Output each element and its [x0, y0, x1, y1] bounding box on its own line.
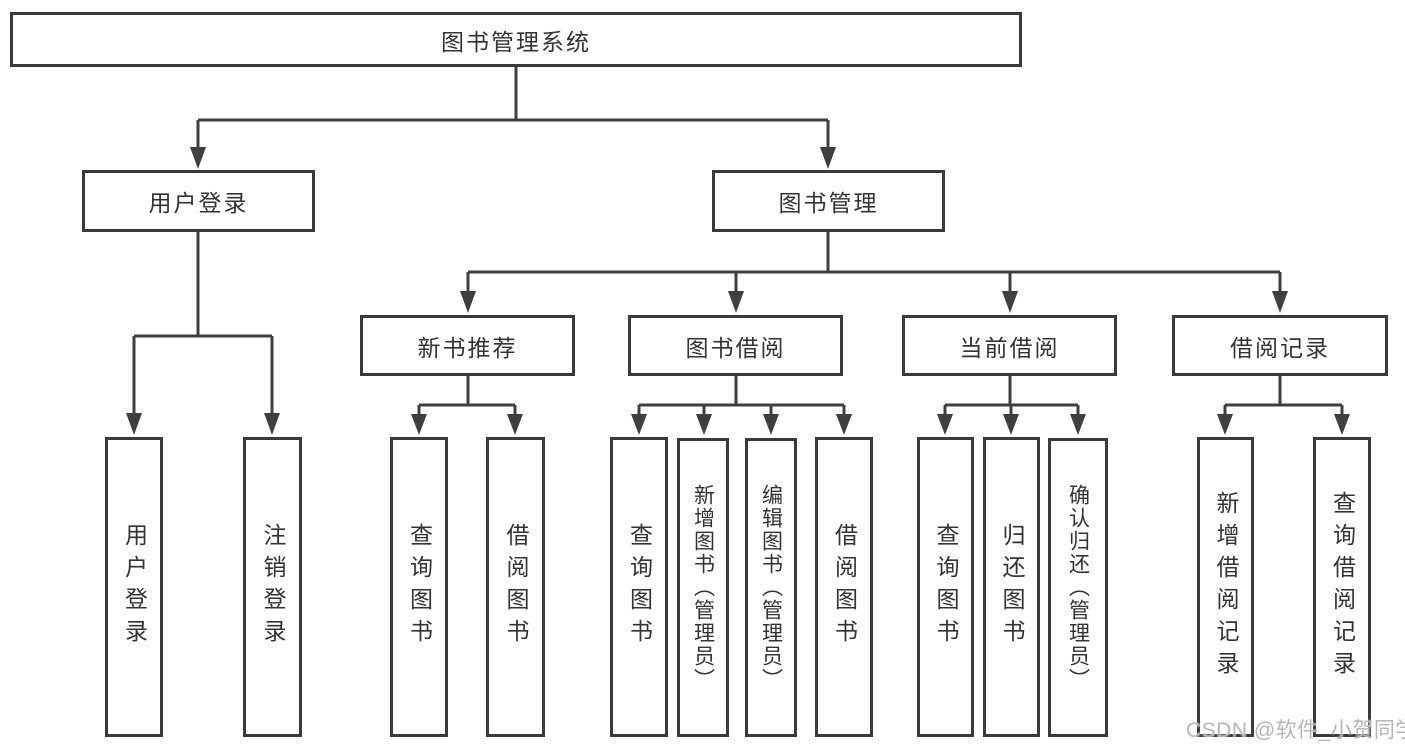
- leaf-user-login: 用户登录: [105, 437, 163, 737]
- leaf-add-book-admin: 新增图书（管理员）: [677, 438, 729, 737]
- leaf-query-books-recommend: 查询图书: [390, 437, 448, 737]
- connector-root-to-level2: [196, 67, 830, 150]
- connector-book-borrow-to-leaves: [637, 376, 846, 416]
- leaf-edit-book-admin: 编辑图书（管理员）: [745, 438, 797, 737]
- node-current-borrow: 当前借阅: [902, 315, 1117, 376]
- csdn-watermark: CSDN @软件_小贺同学: [1186, 719, 1405, 742]
- connector-new-book-to-leaves: [417, 376, 517, 416]
- node-root: 图书管理系统: [10, 12, 1022, 67]
- node-book-management: 图书管理: [712, 170, 945, 232]
- leaf-query-borrow-record: 查询借阅记录: [1313, 437, 1371, 737]
- leaf-add-borrow-record: 新增借阅记录: [1197, 437, 1254, 737]
- leaf-logout: 注销登录: [243, 437, 302, 737]
- node-borrow-records: 借阅记录: [1172, 315, 1388, 376]
- connector-borrow-records-to-leaves: [1223, 376, 1344, 416]
- leaf-return-books: 归还图书: [983, 437, 1040, 737]
- leaf-borrow-books-recommend: 借阅图书: [486, 437, 545, 737]
- node-book-borrow: 图书借阅: [628, 315, 843, 376]
- leaf-query-books-borrow: 查询图书: [610, 437, 668, 737]
- connector-current-borrow-to-leaves: [943, 376, 1080, 416]
- arrowheads: [126, 147, 1350, 435]
- connector-user-login-to-leaves: [132, 232, 274, 415]
- node-new-book-recommend: 新书推荐: [360, 315, 575, 376]
- leaf-query-books-current: 查询图书: [917, 437, 974, 737]
- leaf-confirm-return-admin: 确认归还（管理员）: [1048, 438, 1108, 737]
- node-user-login: 用户登录: [82, 170, 315, 232]
- leaf-borrow-books-borrow: 借阅图书: [815, 437, 873, 737]
- connector-book-management-to-level3: [466, 232, 1282, 293]
